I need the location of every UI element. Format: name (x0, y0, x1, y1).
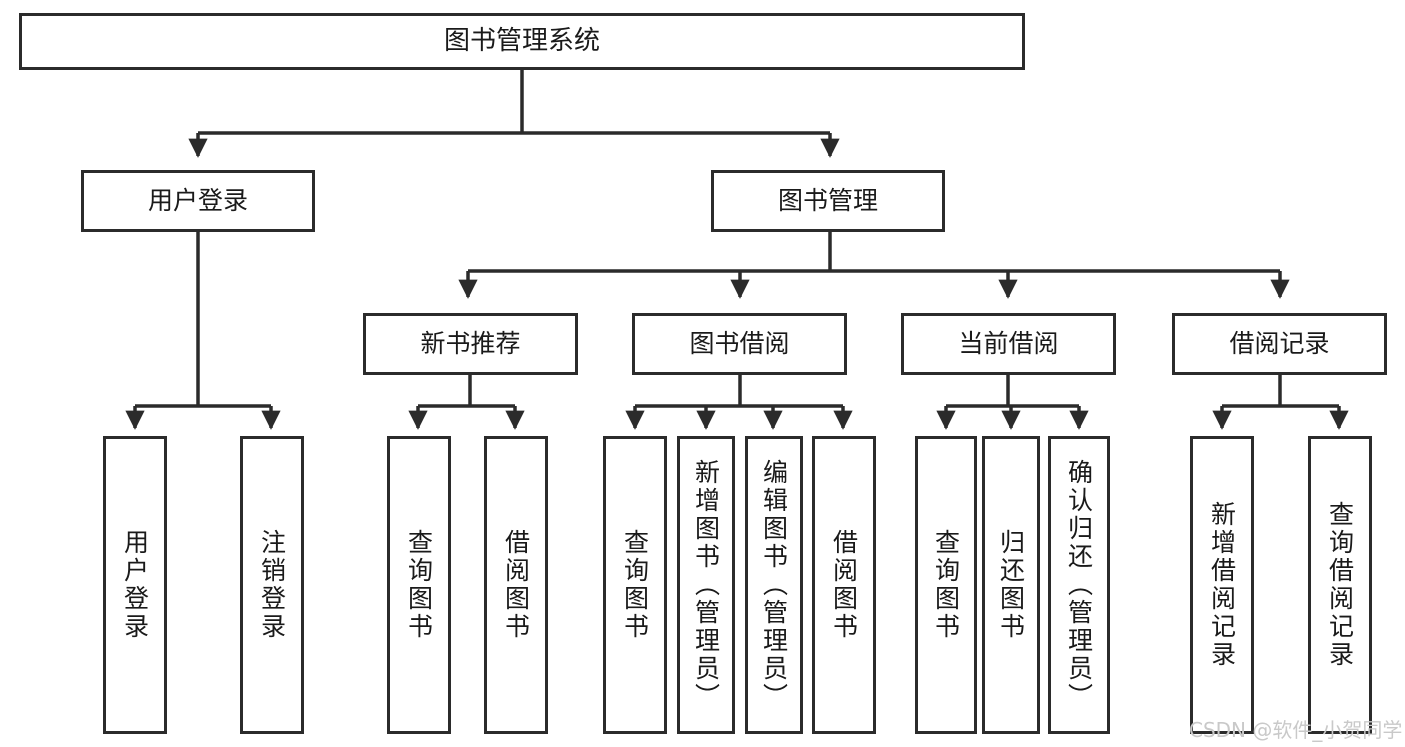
node-book-borrow[interactable]: 图书借阅 (632, 313, 847, 375)
leaf-query-book-1[interactable]: 查询图书 (387, 436, 451, 734)
node-label: 图书借阅 (689, 329, 790, 359)
node-label: 确认归还（管理员） (1064, 459, 1094, 711)
leaf-confirm-return[interactable]: 确认归还（管理员） (1048, 436, 1110, 734)
node-label: 借阅图书 (829, 529, 859, 641)
node-label: 查询图书 (931, 529, 961, 641)
leaf-borrow-book-1[interactable]: 借阅图书 (484, 436, 548, 734)
leaf-add-book[interactable]: 新增图书（管理员） (677, 436, 735, 734)
leaf-query-record[interactable]: 查询借阅记录 (1308, 436, 1372, 734)
node-user-login[interactable]: 用户登录 (81, 170, 315, 232)
node-label: 图书管理系统 (443, 26, 600, 57)
leaf-add-record[interactable]: 新增借阅记录 (1190, 436, 1254, 734)
node-label: 查询借阅记录 (1325, 501, 1355, 669)
node-label: 用户登录 (147, 186, 248, 216)
csdn-watermark: CSDN @软件_小贺同学 (1189, 718, 1403, 742)
node-label: 新书推荐 (420, 329, 521, 359)
node-label: 图书管理 (777, 186, 878, 216)
node-book-manage[interactable]: 图书管理 (711, 170, 945, 232)
node-label: 借阅图书 (501, 529, 531, 641)
node-borrow-record[interactable]: 借阅记录 (1172, 313, 1387, 375)
leaf-borrow-book-2[interactable]: 借阅图书 (812, 436, 876, 734)
node-label: 用户登录 (120, 529, 150, 641)
node-new-book-rec[interactable]: 新书推荐 (363, 313, 578, 375)
node-root-system[interactable]: 图书管理系统 (19, 13, 1025, 70)
leaf-query-book-2[interactable]: 查询图书 (603, 436, 667, 734)
leaf-edit-book[interactable]: 编辑图书（管理员） (745, 436, 803, 734)
node-label: 查询图书 (404, 529, 434, 641)
leaf-query-book-3[interactable]: 查询图书 (915, 436, 977, 734)
node-label: 新增图书（管理员） (691, 459, 721, 711)
leaf-user-logout[interactable]: 注销登录 (240, 436, 304, 734)
leaf-user-login[interactable]: 用户登录 (103, 436, 167, 734)
node-label: 当前借阅 (958, 329, 1059, 359)
node-label: 注销登录 (257, 529, 287, 641)
node-label: 归还图书 (996, 529, 1026, 641)
node-label: 新增借阅记录 (1207, 501, 1237, 669)
node-label: 查询图书 (620, 529, 650, 641)
node-current-borrow[interactable]: 当前借阅 (901, 313, 1116, 375)
node-label: 借阅记录 (1229, 329, 1330, 359)
leaf-return-book[interactable]: 归还图书 (982, 436, 1040, 734)
node-label: 编辑图书（管理员） (759, 459, 789, 711)
